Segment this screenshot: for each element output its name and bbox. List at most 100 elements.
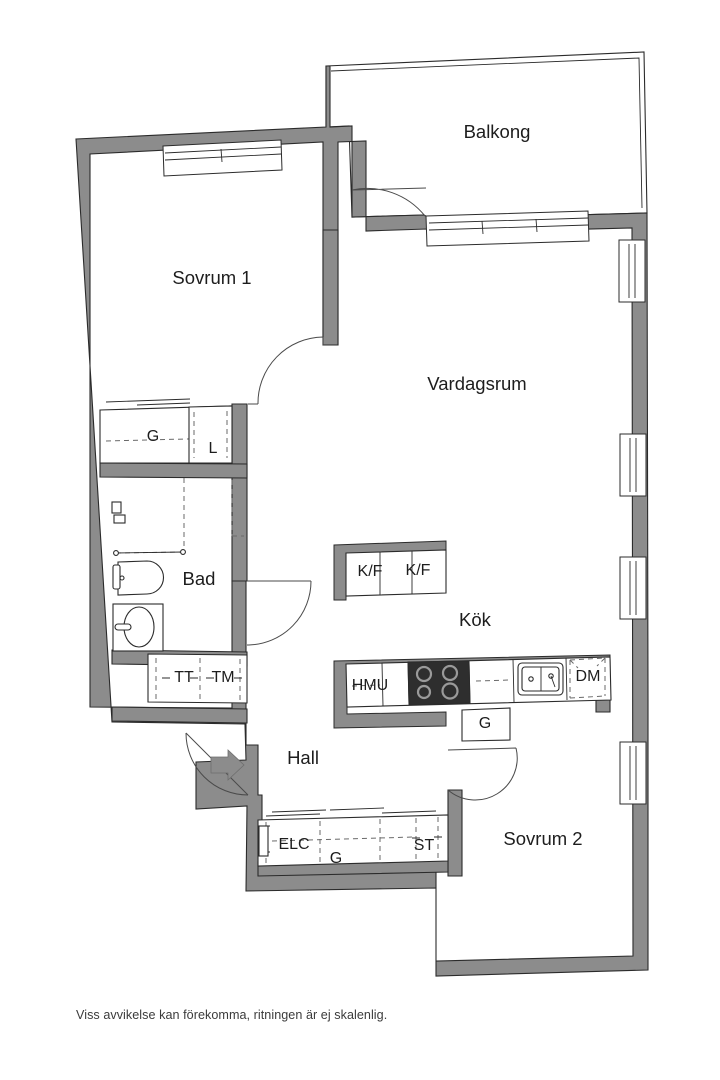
- window-right-2-frame: [619, 433, 647, 497]
- window-right-4: [619, 741, 647, 805]
- door-sovrum2: [447, 747, 518, 801]
- toilet-cistern: [112, 564, 121, 590]
- room-label-hall: Hall: [287, 747, 319, 768]
- door-bad: [247, 580, 312, 646]
- laundry-row-box: [147, 653, 248, 704]
- laundry-row: [147, 653, 248, 704]
- stove-hob-icon: [407, 660, 471, 706]
- hob-burner-1: [415, 665, 433, 683]
- electrical-elc-box: [258, 825, 269, 857]
- hall-closet-box: [257, 814, 449, 867]
- fixture-label-kf-1: K/F: [358, 563, 383, 580]
- hall-closet-rails: [265, 807, 437, 817]
- dishwasher-dm-corner-ticks: [569, 657, 606, 669]
- shower-mixer-head: [113, 514, 126, 524]
- fixture-label-wardrobe-g-hall: G: [330, 850, 342, 867]
- fixture-label-laundry-tm: TM: [211, 669, 234, 686]
- window-right-4-frame: [619, 741, 647, 805]
- closet-rail-sovrum1: [105, 398, 191, 403]
- window-right-3-frame: [619, 556, 647, 620]
- room-label-sovrum2: Sovrum 2: [503, 828, 582, 849]
- plan-caption: Viss avvikelse kan förekomma, ritningen …: [76, 1008, 388, 1022]
- closet-l-sovrum1-dash: [193, 411, 228, 458]
- entrance-arrow-icon: [210, 749, 245, 781]
- window-right-1-frame: [618, 239, 646, 303]
- fixture-label-hmu: HMU: [352, 677, 388, 694]
- kf-cabinets: [333, 540, 447, 601]
- window-right-3-panes: [629, 561, 637, 615]
- closet-rail2-sovrum1: [136, 402, 191, 406]
- door-sovrum1: [248, 336, 324, 405]
- door-balkong: [351, 187, 427, 217]
- laundry-row-dividers: [155, 658, 241, 700]
- fixture-label-laundry-tt: TT: [174, 669, 194, 686]
- kitchen-sink-drain-1: [528, 676, 534, 682]
- room-label-vardagsrum: Vardagsrum: [427, 373, 526, 394]
- fixture-label-dm: DM: [576, 668, 601, 685]
- window-right-4-panes: [629, 746, 637, 800]
- window-sovrum1: [162, 139, 283, 177]
- partition-bad-north: [99, 462, 248, 479]
- kitchen-counter: [333, 654, 612, 742]
- fixture-label-kf-2: K/F: [406, 562, 431, 579]
- fixture-label-closet-g-sovrum1: G: [147, 428, 159, 445]
- closet-row-sovrum1: [99, 398, 233, 464]
- window-right-2: [619, 433, 647, 497]
- toilet-flush: [119, 575, 125, 581]
- kitchen-sink-inner: [521, 666, 560, 692]
- kitchen-sink-faucet: [550, 675, 556, 688]
- shower-mixer-body: [111, 501, 122, 514]
- cabinet-g-kok-box: [461, 707, 511, 742]
- window-vardagsrum-frame: [425, 210, 590, 247]
- window-sovrum1-mullion: [220, 148, 223, 163]
- room-label-bad: Bad: [183, 568, 216, 589]
- hob-burner-2: [441, 664, 459, 682]
- hmu-dash: [351, 684, 381, 687]
- balkong-outline-inner: [330, 57, 643, 209]
- room-label-sovrum1: Sovrum 1: [172, 267, 251, 288]
- door-sovrum1-swing: [257, 336, 324, 405]
- kf-cabinet-box: [345, 549, 447, 597]
- bathroom-sink-icon: [112, 603, 164, 652]
- door-bad-swing: [247, 580, 312, 646]
- window-sovrum1-frame: [162, 139, 283, 177]
- window-sovrum1-panes: [164, 146, 282, 161]
- fixture-label-st: ST: [414, 837, 435, 854]
- fixture-label-closet-l-sovrum1: L: [209, 440, 218, 457]
- door-entry-swing: [185, 732, 249, 796]
- shower-rail: [114, 551, 185, 554]
- room-label-kok: Kök: [459, 609, 492, 630]
- door-balkong-swing: [351, 187, 427, 217]
- door-entry: [185, 732, 249, 796]
- bad-fixtures: [111, 478, 244, 652]
- toilet-icon: [112, 560, 165, 596]
- window-right-1: [618, 239, 646, 303]
- window-right-3: [619, 556, 647, 620]
- shower-rail-end-1: [113, 550, 119, 556]
- kitchen-sink-icon: [517, 662, 564, 696]
- hall-closet-mid-dash: [271, 836, 415, 842]
- hob-plate: [407, 660, 471, 706]
- window-right-1-panes: [628, 244, 636, 298]
- window-vardagsrum-north: [425, 210, 590, 247]
- kitchen-sink-outer: [517, 662, 564, 696]
- fixture-label-elc: ELC: [278, 836, 309, 853]
- kitchen-counter-dash: [475, 679, 511, 682]
- shower-mixer-icon: [111, 501, 126, 524]
- bathroom-sink-tap: [114, 623, 132, 631]
- partition-bad-east: [231, 403, 248, 582]
- room-label-balkong: Balkong: [464, 121, 531, 142]
- window-vardagsrum-panes: [428, 217, 589, 231]
- hob-burner-4: [441, 682, 459, 700]
- hob-burner-3: [416, 684, 432, 700]
- partition-hall-sovrum2: [447, 789, 463, 877]
- fixture-label-cabinet-g-kok: G: [479, 715, 491, 732]
- window-right-2-panes: [629, 438, 637, 492]
- kf-cabinet-dividers: [379, 551, 413, 595]
- partition-sovrum1-vardagsrum: [322, 229, 339, 346]
- closet-l-sovrum1-box: [188, 405, 233, 464]
- partition-hall-north: [111, 706, 248, 724]
- hall-closet-row: [257, 807, 449, 867]
